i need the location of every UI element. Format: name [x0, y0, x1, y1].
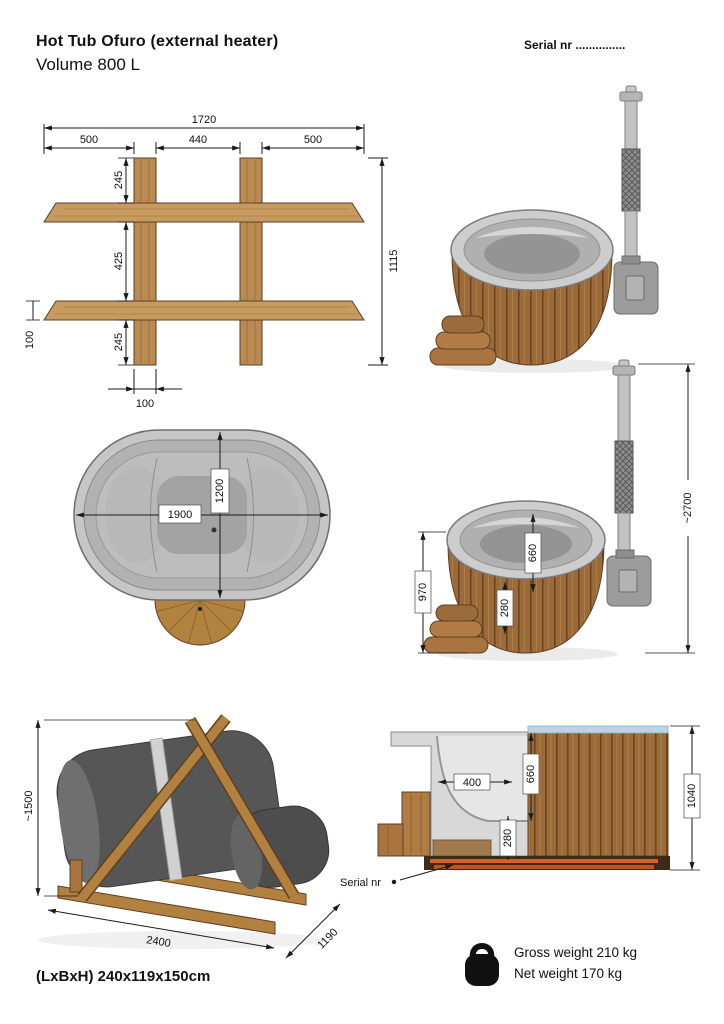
frame-planks: [43, 202, 365, 321]
dim-seat-height: 280: [499, 599, 511, 617]
serial-leader-line: [399, 864, 454, 881]
heater-door: [618, 569, 638, 593]
dim-inner-depth: 660: [527, 544, 539, 562]
strap-band: [149, 737, 183, 881]
serial-number-label: Serial nr ...............: [524, 38, 626, 52]
chimney-heat-shield: [614, 440, 634, 514]
entry-step: [154, 599, 246, 646]
stave-wall: [527, 731, 669, 857]
frame-posts: [133, 157, 263, 366]
package-shadow: [38, 931, 328, 949]
weight-info: kg Gross weight 210 kg Net weight 170 kg: [462, 936, 637, 990]
section-steps: [377, 791, 431, 857]
dim-frame-seg-right: 500: [304, 134, 322, 146]
rail-top: [430, 859, 658, 863]
kettlebell-unit-label: kg: [476, 966, 489, 978]
heater-unit: [613, 255, 659, 315]
serial-bullet: [391, 879, 397, 885]
dim-section-inner-depth: 660: [525, 765, 537, 783]
skid-post: [69, 859, 83, 893]
dim-frame-total-height: 1115: [388, 250, 400, 273]
a-frame: [77, 714, 300, 902]
dim-frame-v-bottom: 245: [113, 333, 125, 351]
cross-section-view: 400 660 280 1040 Serial nr: [340, 725, 701, 889]
packaging-view: ~1500 2400 1190: [23, 714, 341, 959]
tub-steps: [429, 315, 497, 366]
bowl-profile-line: [436, 735, 528, 822]
gross-weight-text: Gross weight 210 kg: [514, 945, 638, 960]
package-size-caption: (LxBxH) 240x119x150cm: [36, 968, 211, 985]
dim-package-width: 1190: [315, 926, 340, 951]
packed-tub: [56, 730, 330, 890]
dim-tub-length: 1900: [168, 509, 192, 521]
dim-chimney-height: ~2700: [682, 493, 694, 524]
rail-bottom: [434, 865, 654, 869]
chimney: [612, 359, 636, 562]
tub-top-view: 1900 1200: [73, 429, 331, 646]
base-skid: [424, 856, 670, 870]
section-serial-label: Serial nr: [340, 877, 381, 889]
dim-section-seat-height: 280: [502, 829, 514, 847]
heater-unit: [606, 549, 652, 607]
dim-frame-seg-left: 500: [80, 134, 98, 146]
tub-side-view: ~2700 970 660 280: [414, 359, 696, 661]
dim-frame-plank-thickness: 100: [24, 331, 36, 349]
weight-kettlebell-icon: kg: [465, 943, 499, 986]
hot-tub-3d-view: [429, 85, 659, 373]
dim-frame-total-width: 1720: [192, 114, 216, 126]
chimney: [619, 85, 643, 268]
dim-frame-post-width: 100: [136, 398, 154, 410]
dim-frame-v-top: 245: [113, 171, 125, 189]
top-view-dimension-lines: [76, 432, 328, 598]
rim-trim-strip: [527, 725, 669, 734]
page-subtitle: Volume 800 L: [36, 55, 140, 74]
dim-package-length: 2400: [145, 934, 171, 950]
package-dimension-lines: [35, 719, 341, 959]
chimney-heat-shield: [621, 148, 641, 212]
tub-rim: [450, 209, 614, 291]
dim-opening-width: 400: [463, 777, 481, 789]
frame-dimension-lines: [26, 124, 388, 394]
dim-section-total-height: 1040: [686, 784, 698, 808]
floor-frame-drawing: 1720 500 440 500 245 425 245 1115 100 10…: [24, 114, 400, 410]
dim-frame-seg-mid: 440: [189, 134, 207, 146]
page-title: Hot Tub Ofuro (external heater): [36, 33, 279, 50]
dim-package-height: ~1500: [23, 791, 35, 822]
dim-tub-height: 970: [417, 583, 429, 601]
dim-frame-v-mid: 425: [113, 252, 125, 270]
dim-tub-width: 1200: [214, 479, 226, 503]
tub-steps: [423, 604, 489, 654]
net-weight-text: Net weight 170 kg: [514, 966, 623, 981]
drain-dot: [211, 527, 217, 533]
heater-door: [625, 275, 645, 301]
underfloor-wood: [432, 839, 492, 857]
